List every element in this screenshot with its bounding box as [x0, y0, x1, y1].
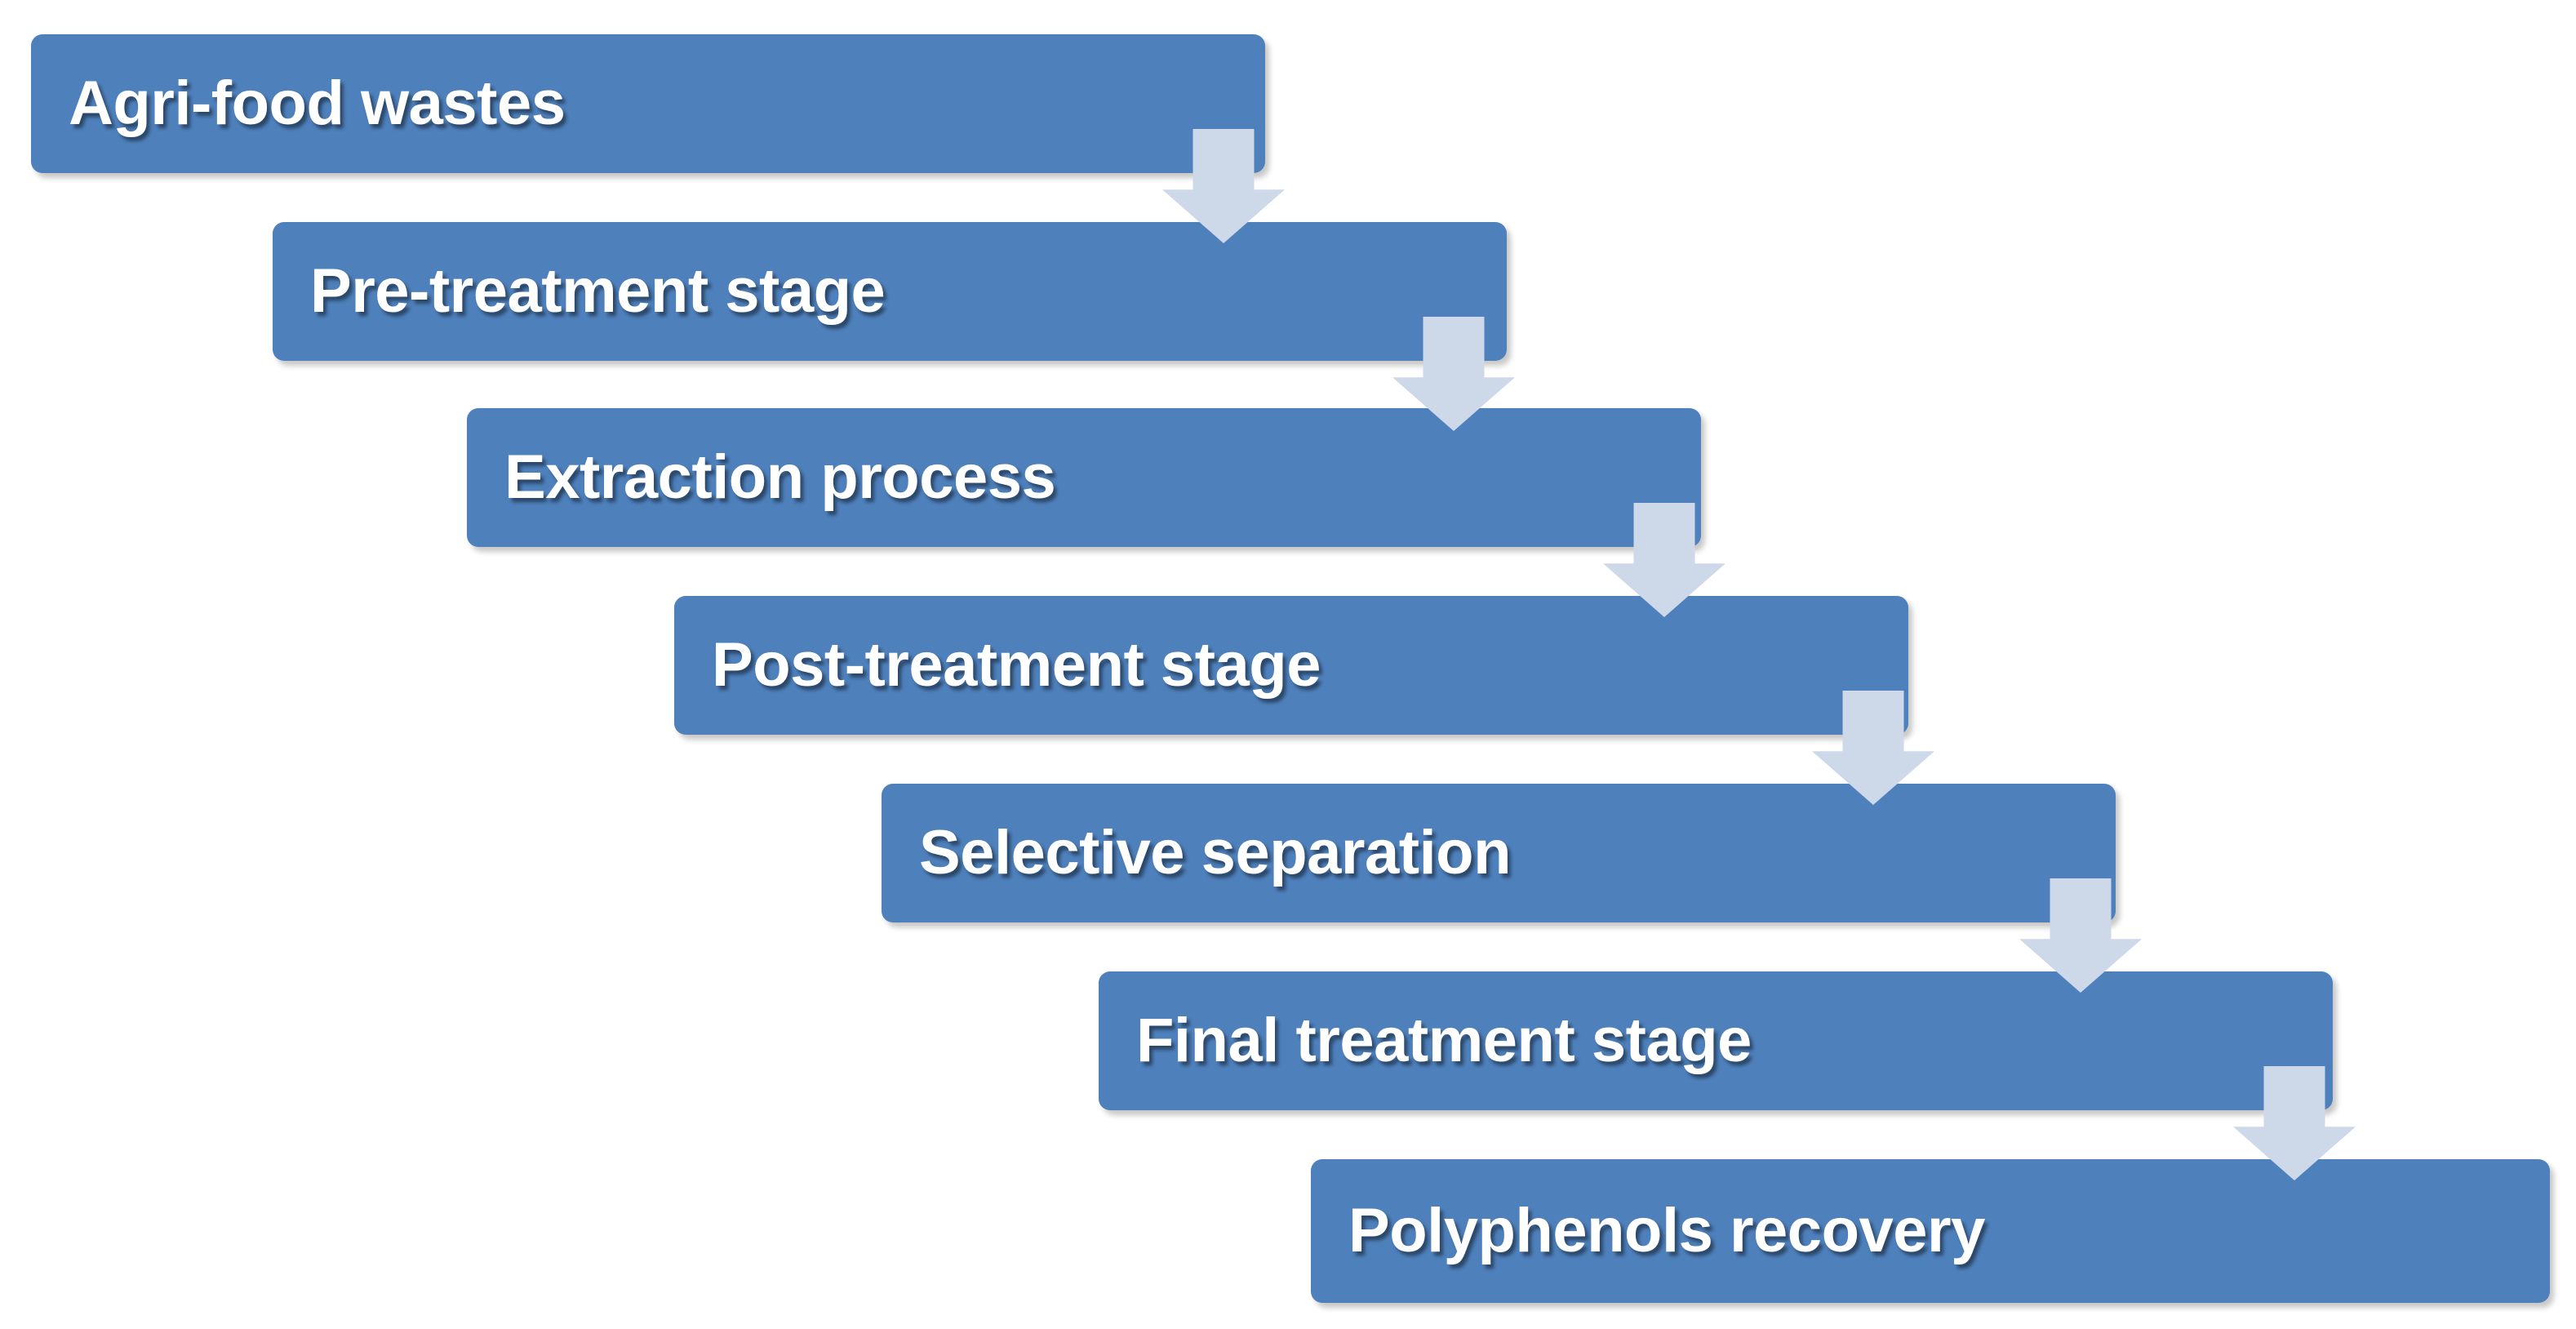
- stage-box-4[interactable]: Post-treatment stage: [674, 596, 1908, 735]
- stage-box-1[interactable]: Agri-food wastes: [31, 34, 1265, 173]
- stage-label-2: Pre-treatment stage: [310, 256, 886, 326]
- stage-label-1: Agri-food wastes: [69, 69, 566, 138]
- stage-label-5: Selective separation: [919, 818, 1512, 887]
- stage-box-5[interactable]: Selective separation: [882, 784, 2116, 922]
- arrow-down-icon-2: [1392, 317, 1515, 431]
- stage-label-6: Final treatment stage: [1136, 1006, 1752, 1075]
- arrow-down-icon-6: [2233, 1066, 2356, 1180]
- stage-label-4: Post-treatment stage: [712, 630, 1321, 700]
- arrow-down-icon-1: [1162, 129, 1285, 243]
- stage-box-2[interactable]: Pre-treatment stage: [273, 222, 1507, 361]
- stage-box-3[interactable]: Extraction process: [467, 408, 1701, 547]
- stage-box-7[interactable]: Polyphenols recovery: [1311, 1159, 2550, 1303]
- arrow-down-icon-5: [2019, 878, 2142, 993]
- stage-label-7: Polyphenols recovery: [1348, 1196, 1985, 1265]
- arrow-down-icon-3: [1603, 503, 1725, 617]
- stage-box-6[interactable]: Final treatment stage: [1099, 971, 2333, 1110]
- stage-label-3: Extraction process: [504, 442, 1056, 512]
- arrow-down-icon-4: [1812, 691, 1934, 805]
